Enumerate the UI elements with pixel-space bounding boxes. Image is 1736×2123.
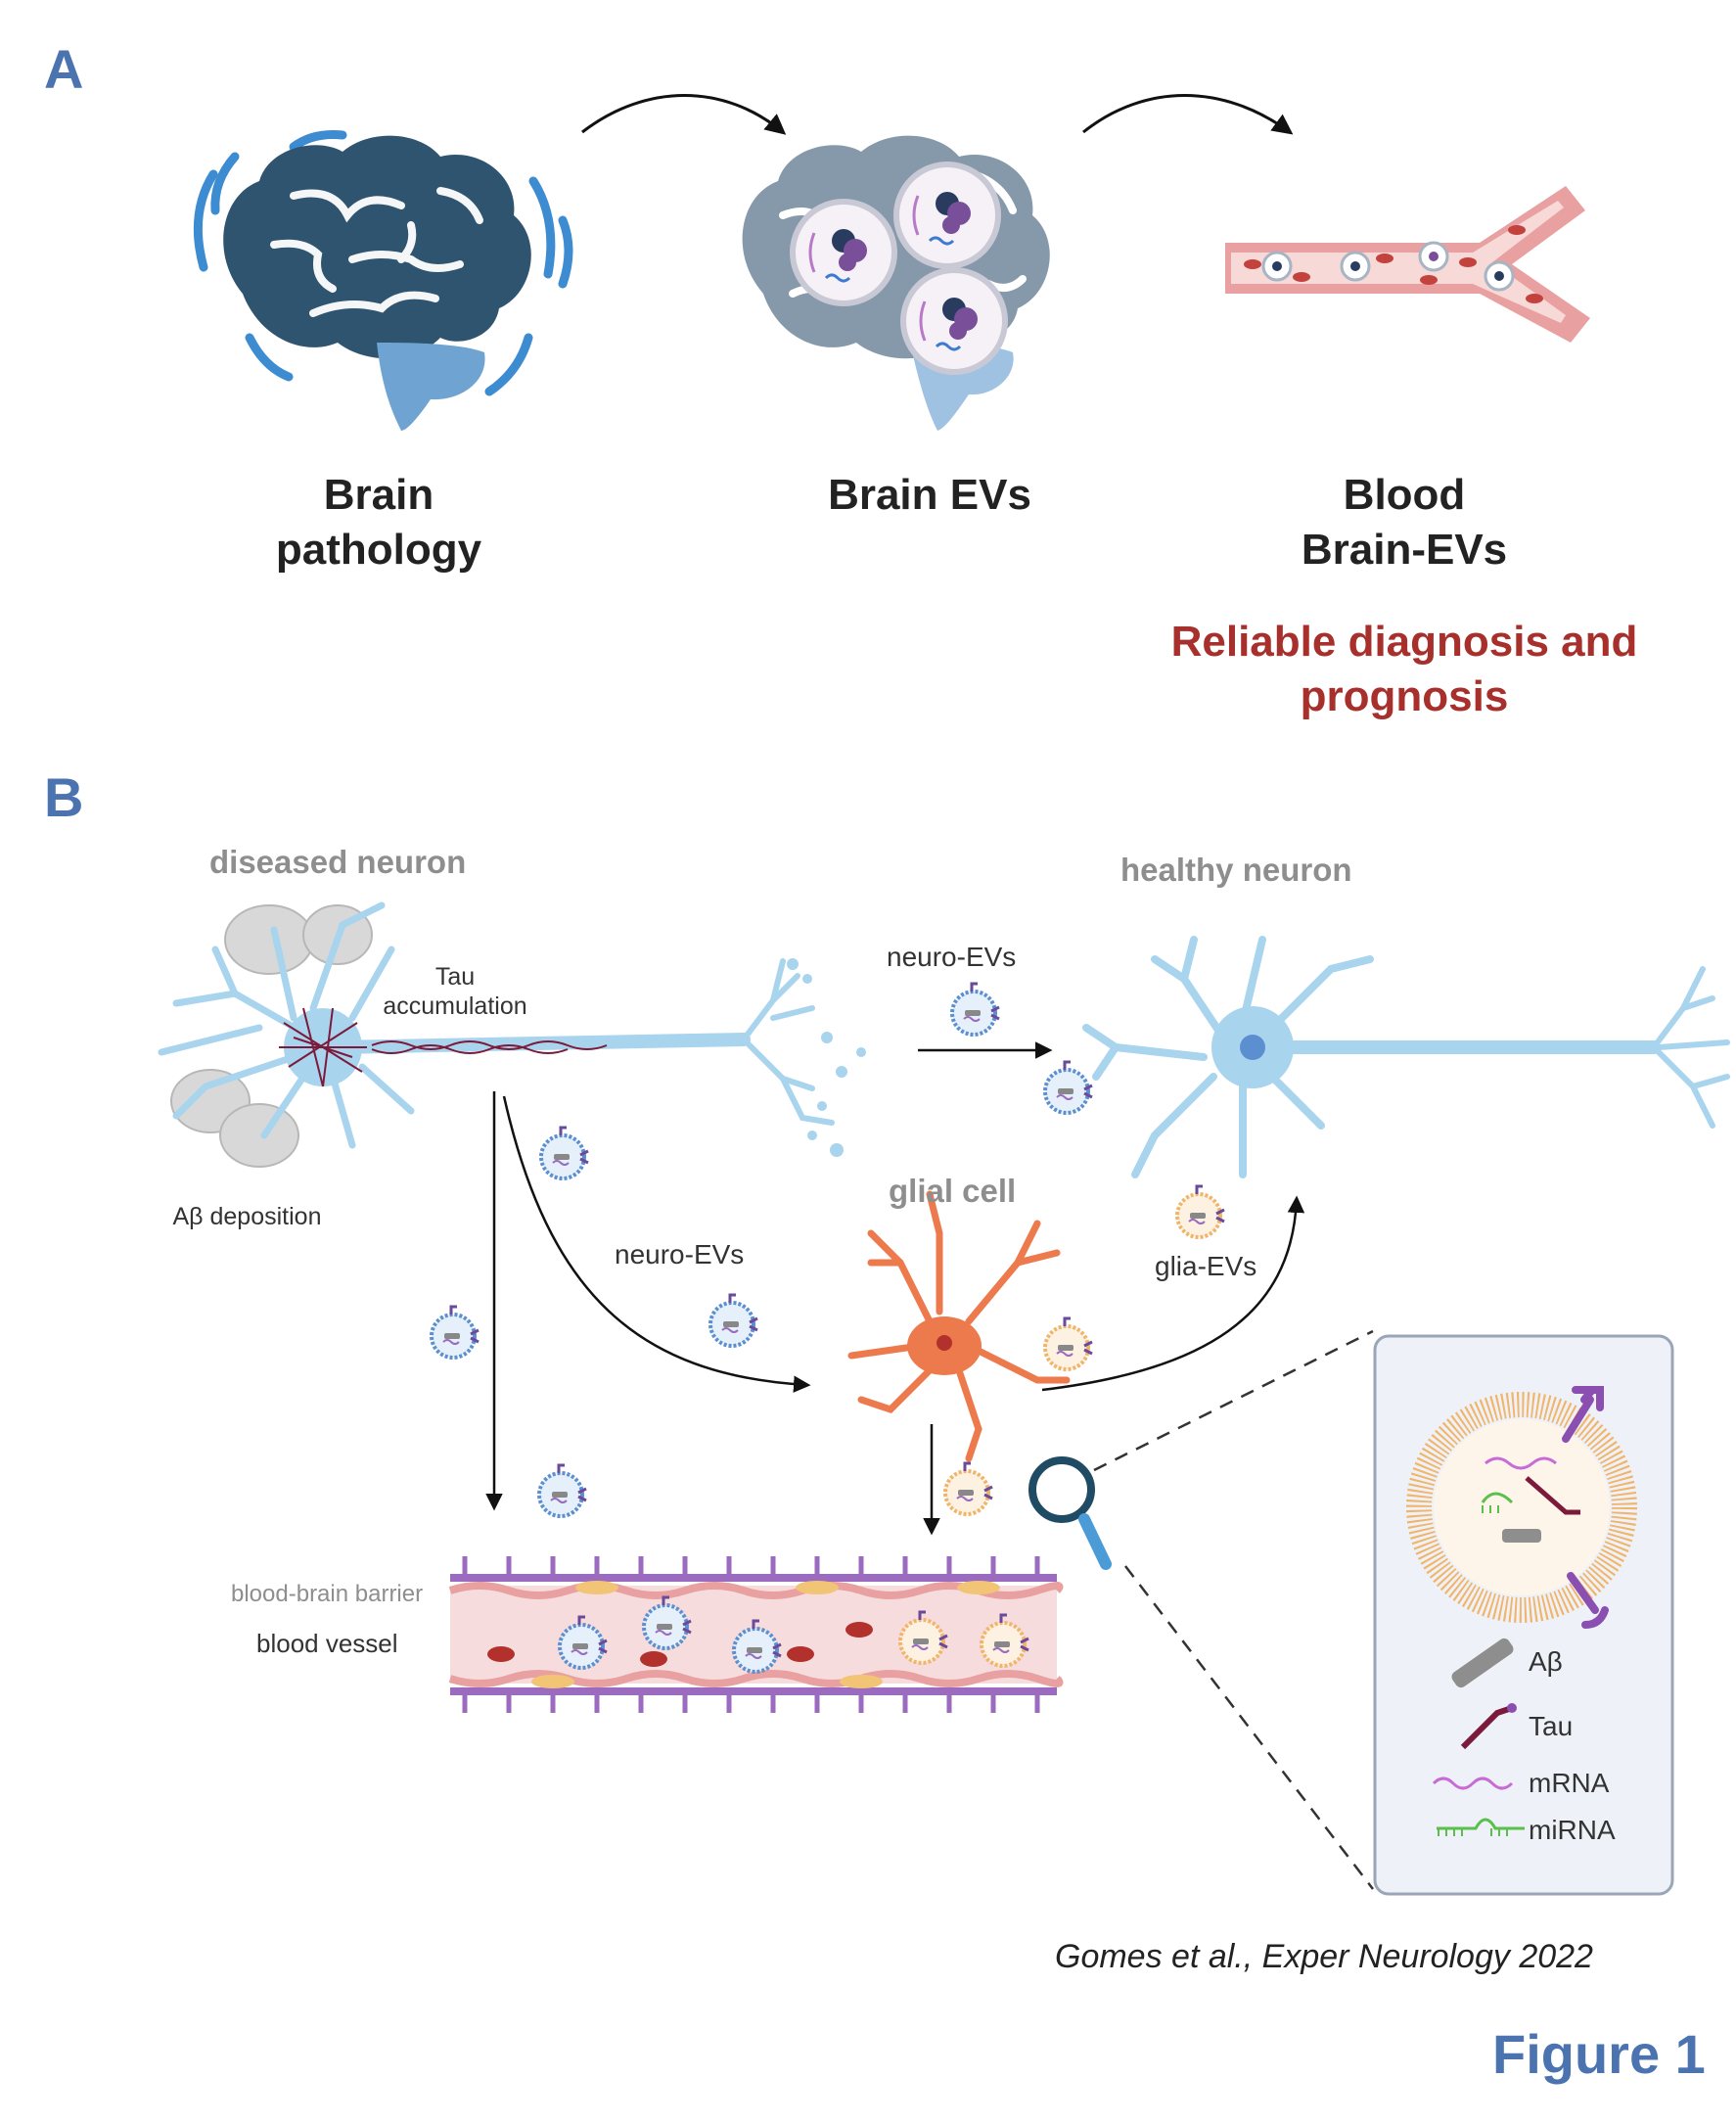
zoom-lines: [1093, 1329, 1374, 1890]
blood-vessel-a-icon: [1225, 186, 1590, 343]
glial-cell-label: glial cell: [889, 1173, 1017, 1209]
brain-pathology-icon: [193, 130, 573, 431]
blood-vessel-b: [448, 1556, 1064, 1713]
tau-accumulation-label: Tau accumulation: [383, 963, 527, 1020]
axon-fragments: [787, 958, 866, 1157]
legend-mirna-icon: [1437, 1818, 1525, 1836]
magnifier-icon: [1028, 1456, 1112, 1570]
neuro-evs-label-mid: neuro-EVs: [615, 1239, 745, 1269]
outcome-text: Reliable diagnosis and prognosis: [1170, 618, 1638, 720]
amyloid-plaques: [170, 904, 373, 1168]
legend-mirna-label: miRNA: [1529, 1815, 1616, 1845]
ev-detail: [1406, 1386, 1637, 1629]
step-blood-brain-evs: Blood Brain-EVs: [1301, 471, 1508, 574]
healthy-neuron-label: healthy neuron: [1120, 852, 1352, 888]
step-brain-pathology: Brain pathology: [275, 471, 482, 574]
legend-mrna-icon: [1432, 1777, 1514, 1790]
arrow-evs-to-blood: [1082, 94, 1294, 135]
glia-evs-label: glia-EVs: [1155, 1251, 1257, 1281]
neuro-evs-label-top: neuro-EVs: [887, 942, 1017, 972]
step-brain-evs: Brain EVs: [828, 471, 1031, 519]
abeta-deposition-label: Aβ deposition: [172, 1203, 322, 1230]
healthy-neuron: [1082, 936, 1730, 1178]
legend-abeta-icon: [1451, 1638, 1514, 1688]
arrow-neuron-to-glia: [502, 1095, 811, 1393]
blood-vessel-label: blood vessel: [256, 1629, 398, 1658]
diseased-neuron-label: diseased neuron: [209, 844, 467, 880]
arrow-pathology-to-evs: [581, 94, 787, 135]
figure-label: Figure 1: [1492, 2023, 1706, 2085]
legend-tau-icon: [1460, 1703, 1517, 1750]
panel-a-letter: A: [44, 38, 84, 100]
legend-abeta-label: Aβ: [1529, 1646, 1563, 1677]
panel-b-letter: B: [44, 766, 84, 828]
legend-tau-label: Tau: [1529, 1711, 1574, 1741]
tau-tangle: [279, 1007, 608, 1087]
legend-mrna-label: mRNA: [1529, 1768, 1610, 1798]
arrow-glia-to-healthy: [1041, 1195, 1305, 1392]
citation: Gomes et al., Exper Neurology 2022: [1055, 1938, 1593, 1975]
brain-evs-icon: [742, 135, 1050, 431]
bbb-label: blood-brain barrier: [231, 1581, 424, 1607]
